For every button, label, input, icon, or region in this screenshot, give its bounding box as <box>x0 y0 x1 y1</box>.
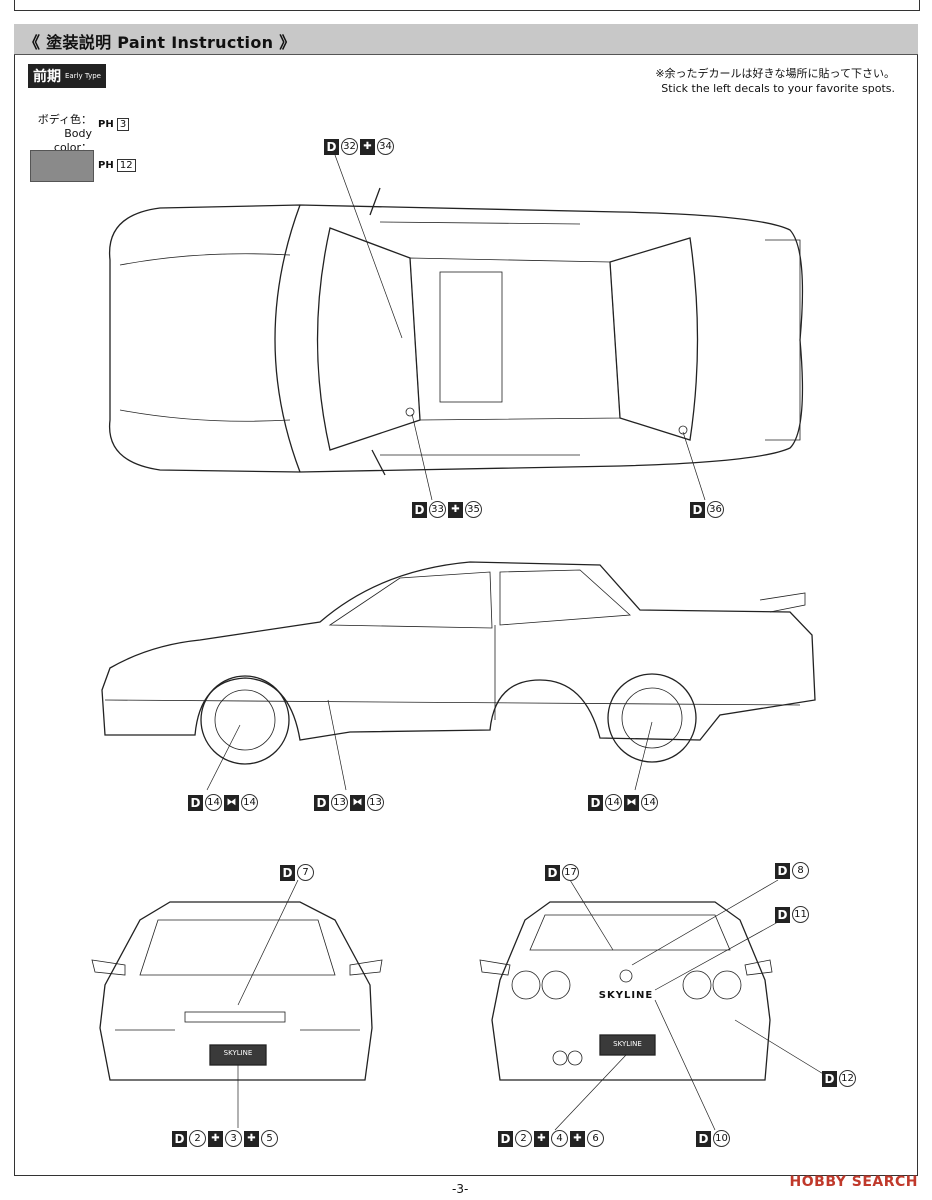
callout-d32-d34: D 32 ✚ 34 <box>324 138 394 155</box>
mirror-decal-icon: ⧓ <box>350 794 365 811</box>
decal-note-jp: ※余ったデカールは好きな場所に貼って下さい。 <box>655 67 895 80</box>
decal-swap-icon: ✚ <box>360 138 375 155</box>
decal-note: ※余ったデカールは好きな場所に貼って下さい。 Stick the left de… <box>655 66 895 96</box>
decal-swap-icon: ✚ <box>534 1130 549 1147</box>
body-color-label-jp: ボディ色： <box>37 113 92 126</box>
callout-d33-d35: D 33 ✚ 35 <box>412 501 482 518</box>
callout-d17: D 17 <box>545 864 579 881</box>
early-type-badge: 前期 Early Type <box>28 64 106 88</box>
top-border-strip <box>14 0 920 11</box>
callout-d8: D 8 <box>775 862 809 879</box>
hobby-search-watermark: HOBBY SEARCH <box>789 1174 918 1190</box>
badge-sub-label: Early Type <box>65 72 101 80</box>
section-title: 《 塗装説明 Paint Instruction 》 <box>24 33 296 52</box>
decal-swap-icon: ✚ <box>244 1130 259 1147</box>
rear-view-drawing <box>479 879 826 1131</box>
callout-d14-left: D 14 ⧓ 14 <box>188 794 258 811</box>
swatch-color-code: PH 12 <box>98 159 136 172</box>
callout-d14-right: D 14 ⧓ 14 <box>588 794 658 811</box>
top-view-drawing <box>108 154 804 501</box>
callout-d2-d4-d6: D 2 ✚ 4 ✚ 6 <box>498 1130 604 1147</box>
callout-d7: D 7 <box>280 864 314 881</box>
decal-note-en: Stick the left decals to your favorite s… <box>661 82 895 95</box>
body-color-swatch <box>30 150 94 182</box>
rear-license-plate: SKYLINE <box>613 1040 642 1048</box>
front-license-plate: SKYLINE <box>223 1049 253 1057</box>
side-view-drawing <box>101 561 816 791</box>
callout-d10: D 10 <box>696 1130 730 1147</box>
front-view-drawing <box>91 879 383 1128</box>
section-header-bar <box>14 24 918 55</box>
badge-main-label: 前期 <box>33 69 61 85</box>
page-number: -3- <box>452 1182 469 1196</box>
callout-d36: D 36 <box>690 501 724 518</box>
callout-d11: D 11 <box>775 906 809 923</box>
body-color-code: PH 3 <box>98 118 130 131</box>
decal-swap-icon: ✚ <box>448 501 463 518</box>
callout-d2-d3-d5: D 2 ✚ 3 ✚ 5 <box>172 1130 278 1147</box>
mirror-decal-icon: ⧓ <box>224 794 239 811</box>
decal-swap-icon: ✚ <box>570 1130 585 1147</box>
rear-skyline-lettering: SKYLINE <box>598 990 654 1001</box>
callout-d12: D 12 <box>822 1070 856 1087</box>
decal-swap-icon: ✚ <box>208 1130 223 1147</box>
mirror-decal-icon: ⧓ <box>624 794 639 811</box>
callout-d13: D 13 ⧓ 13 <box>314 794 384 811</box>
